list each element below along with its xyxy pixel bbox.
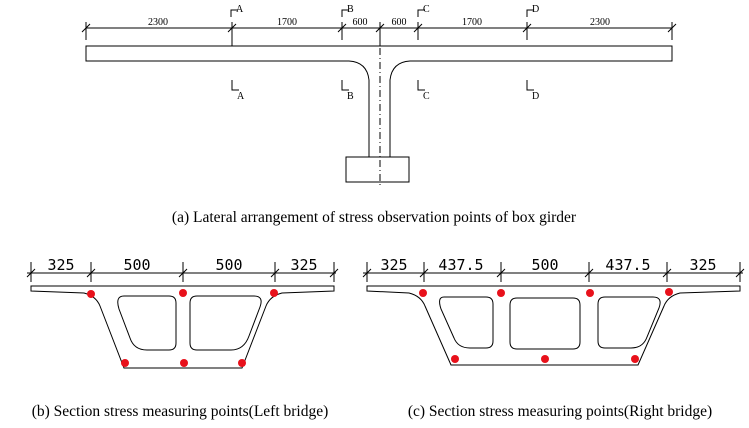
section-label: A [236, 4, 244, 15]
measuring-point [586, 289, 594, 297]
measuring-point [121, 359, 129, 367]
section-label: B [347, 91, 354, 102]
section-label: A [237, 91, 245, 102]
top-dimension-labels: 2300 1700 600 600 1700 2300 [148, 17, 610, 28]
dim-label: 325 [290, 256, 317, 274]
dim-label: 1700 [277, 17, 297, 28]
dim-label: 600 [353, 17, 368, 28]
measuring-point [270, 289, 278, 297]
section-mark-labels-bottom: A B C D [237, 91, 539, 102]
measuring-point [541, 355, 549, 363]
measuring-point [665, 288, 673, 296]
section-label: C [423, 4, 430, 15]
measuring-point [179, 289, 187, 297]
dim-label: 2300 [590, 17, 610, 28]
measuring-point [631, 355, 639, 363]
pier-footing [345, 156, 410, 183]
left-dimension-ticks [26, 262, 339, 282]
dim-label: 600 [392, 17, 407, 28]
section-mark-labels-top: A B C D [236, 4, 539, 15]
section-markers-bottom [231, 80, 534, 91]
dim-label: 325 [689, 256, 716, 274]
section-label: D [532, 4, 539, 15]
measuring-point [180, 359, 188, 367]
right-box-girder-outline [366, 285, 741, 366]
section-label: C [423, 91, 430, 102]
right-cell-3 [597, 296, 661, 349]
measuring-point [87, 290, 95, 298]
right-cell-1 [439, 296, 494, 349]
dim-label: 437.5 [605, 256, 650, 274]
box-girder-outline [85, 45, 673, 158]
dim-label: 500 [123, 256, 150, 274]
left-box-girder-outline [30, 285, 335, 369]
dim-label: 2300 [148, 17, 168, 28]
section-label: D [532, 91, 539, 102]
caption-b: (b) Section stress measuring points(Left… [32, 403, 329, 420]
measuring-point [497, 289, 505, 297]
dim-label: 1700 [462, 17, 482, 28]
dim-label: 500 [531, 256, 558, 274]
measuring-point [451, 355, 459, 363]
caption-c: (c) Section stress measuring points(Righ… [408, 403, 712, 420]
right-cell-2 [509, 297, 581, 350]
left-dimension-labels: 325 500 500 325 [47, 256, 317, 274]
right-dimension-labels: 325 437.5 500 437.5 325 [380, 256, 716, 274]
right-section [362, 262, 745, 366]
left-cell-1 [117, 295, 177, 351]
dim-label: 325 [380, 256, 407, 274]
measuring-point [419, 289, 427, 297]
top-view [81, 9, 677, 185]
left-section [26, 262, 339, 369]
right-measuring-points [419, 288, 673, 363]
section-markers-top [230, 9, 534, 17]
dim-label: 325 [47, 256, 74, 274]
measuring-point [238, 359, 246, 367]
right-dimension-ticks [362, 262, 745, 282]
section-label: B [347, 4, 354, 15]
left-measuring-points [87, 289, 278, 367]
dim-label: 500 [215, 256, 242, 274]
dim-label: 437.5 [438, 256, 483, 274]
left-cell-2 [189, 295, 262, 351]
top-dimension-ticks [81, 22, 677, 46]
caption-a: (a) Lateral arrangement of stress observ… [172, 209, 577, 226]
